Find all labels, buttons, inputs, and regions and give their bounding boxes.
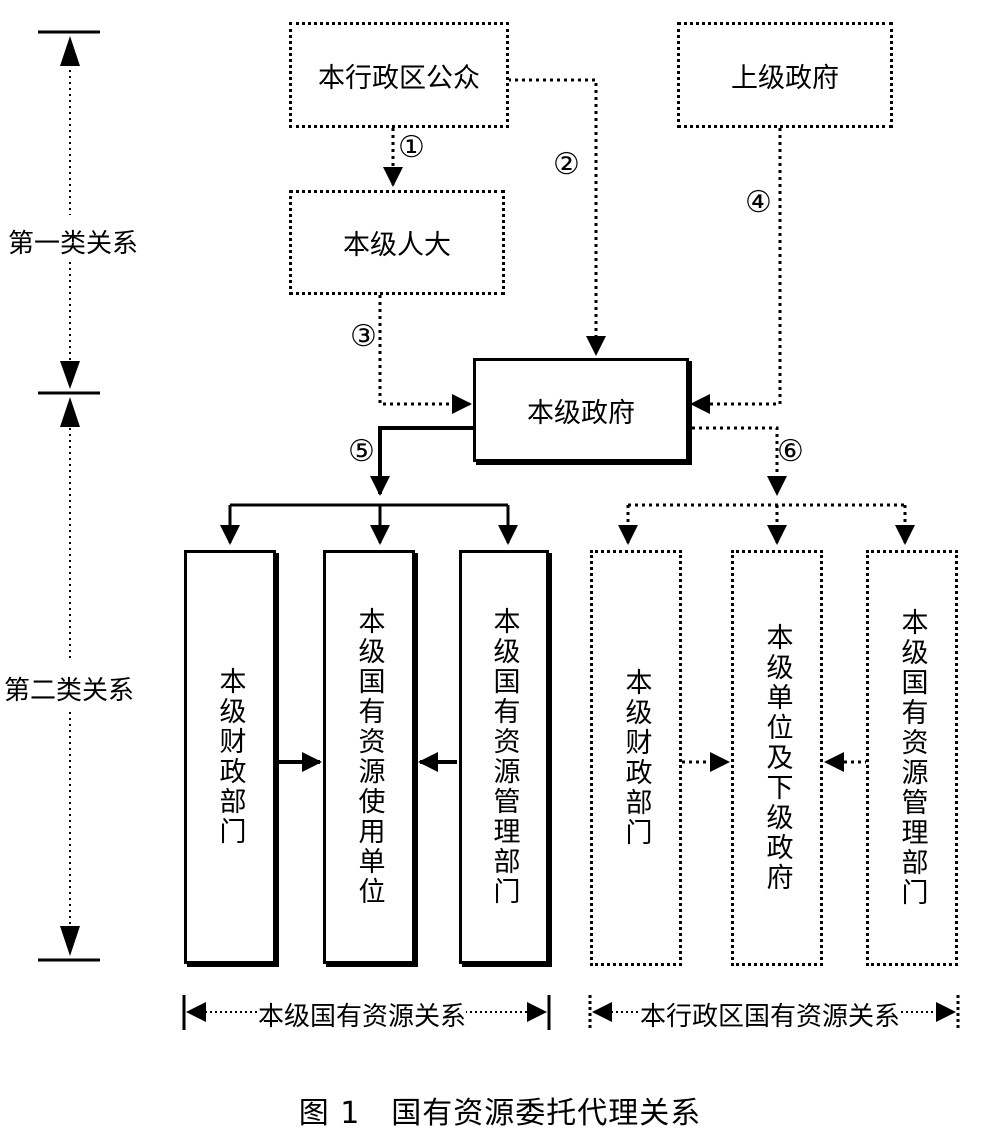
node-right-units-label: 本级单位及下级政府 (761, 623, 793, 893)
edge-gov-to-right-group (692, 426, 787, 496)
edge-label-1: ① (398, 130, 425, 165)
edge-label-2: ② (553, 147, 580, 182)
node-right-finance: 本级财政部门 (590, 550, 682, 966)
edge-label-4: ④ (745, 185, 772, 220)
node-left-user-label: 本级国有资源使用单位 (353, 607, 385, 907)
level-label-second: 第二类关系 (4, 670, 135, 707)
node-public-label: 本行政区公众 (318, 62, 480, 94)
node-gov: 本级政府 (473, 358, 689, 462)
left-solid-arrows (220, 426, 518, 772)
node-right-manage: 本级国有资源管理部门 (866, 550, 958, 966)
node-left-finance-label: 本级财政部门 (214, 667, 246, 847)
level-scale (38, 30, 100, 962)
edge-label-5: ⑤ (348, 434, 375, 469)
first-class-arrows (378, 78, 782, 414)
node-left-finance: 本级财政部门 (184, 550, 276, 964)
group-label-left: 本级国有资源关系 (258, 996, 467, 1033)
node-public: 本行政区公众 (289, 22, 509, 128)
level-label-first: 第一类关系 (8, 223, 139, 260)
node-npc-label: 本级人大 (343, 230, 451, 261)
edge-gov-to-left-group (370, 426, 473, 496)
node-right-manage-label: 本级国有资源管理部门 (896, 608, 928, 908)
node-superior-gov-label: 上级政府 (731, 62, 839, 94)
edge-label-6: ⑥ (777, 434, 804, 469)
node-superior-gov: 上级政府 (677, 22, 893, 128)
node-npc: 本级人大 (289, 190, 505, 295)
group-label-right: 本行政区国有资源关系 (640, 996, 901, 1033)
figure-caption: 图 1 国有资源委托代理关系 (298, 1096, 702, 1131)
right-dotted-arrows (618, 426, 915, 772)
node-right-finance-label: 本级财政部门 (620, 668, 652, 848)
edge-npc-to-gov (378, 295, 472, 414)
node-left-manage-label: 本级国有资源管理部门 (488, 607, 520, 907)
node-left-user: 本级国有资源使用单位 (323, 550, 415, 964)
node-left-manage: 本级国有资源管理部门 (459, 550, 549, 964)
node-gov-label: 本级政府 (527, 397, 635, 429)
edge-public-to-gov (508, 78, 606, 356)
edge-label-3: ③ (350, 319, 377, 354)
edge-superior-to-gov (690, 128, 782, 414)
node-right-units: 本级单位及下级政府 (731, 550, 823, 966)
